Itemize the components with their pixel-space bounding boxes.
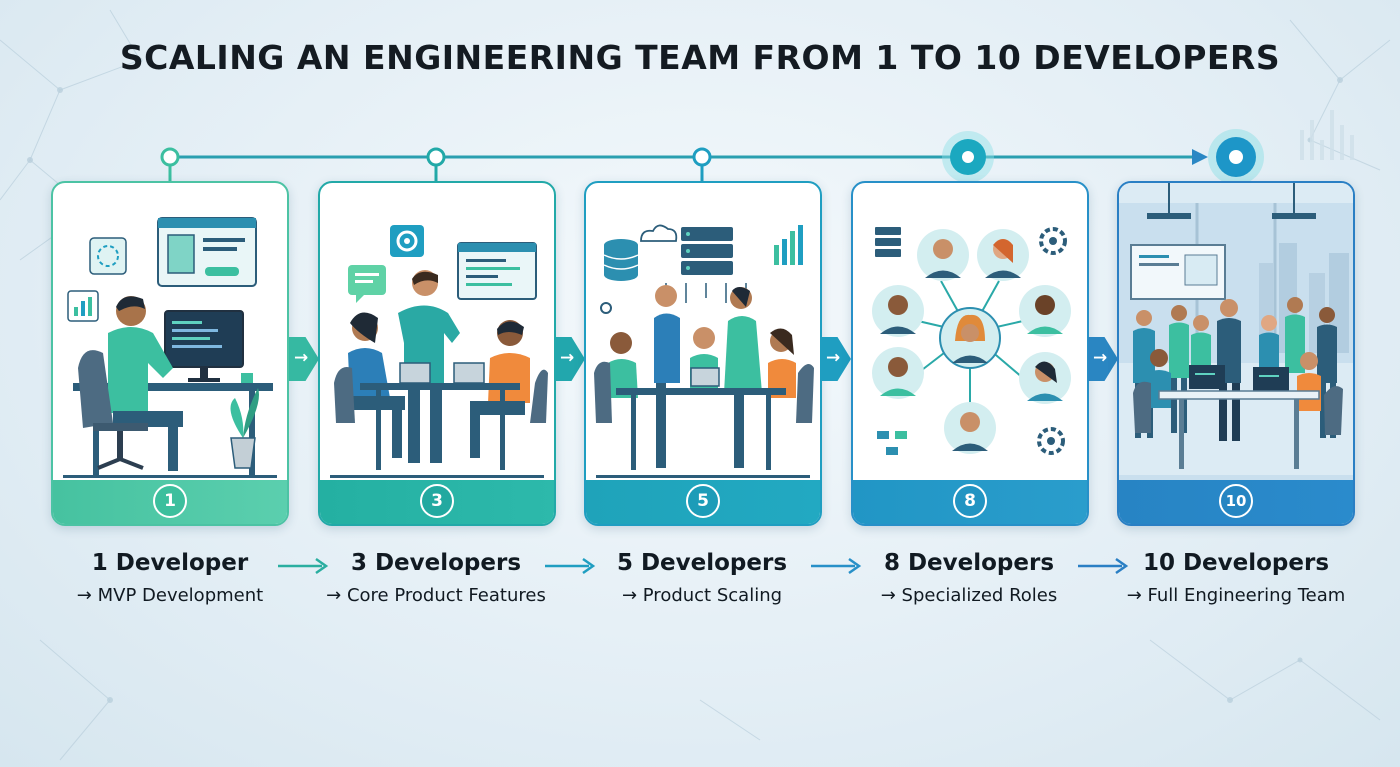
stage-heading: 10 Developers xyxy=(1142,550,1330,576)
server-icon xyxy=(681,227,733,275)
cloud-icon xyxy=(640,224,678,242)
stage-label-2: 3 Developers → Core Product Features xyxy=(306,550,566,606)
stage-heading: 1 Developer xyxy=(91,550,249,576)
stage-card-2: 3 xyxy=(318,181,556,526)
flow-arrow-4 xyxy=(1078,557,1129,575)
timeline-node-1 xyxy=(160,147,180,182)
stage-heading: 8 Developers xyxy=(883,550,1055,576)
stage-heading: 5 Developers xyxy=(616,550,788,576)
timeline-node-3 xyxy=(692,147,712,182)
office-lamp-icon xyxy=(1147,183,1316,219)
code-window-icon xyxy=(457,242,537,300)
stage-label-1: 1 Developer → MVP Development xyxy=(40,550,300,606)
stage-card-4: 8 xyxy=(851,181,1089,526)
stage-subtitle: → Specialized Roles xyxy=(880,585,1058,606)
small-team-scene xyxy=(330,225,548,478)
chart-icon xyxy=(67,290,99,322)
timeline-node-4 xyxy=(942,131,994,183)
gear-icon xyxy=(1037,227,1067,455)
chat-bubble-icon xyxy=(348,265,386,303)
server-icon xyxy=(875,227,901,257)
full-team-office-scene xyxy=(1119,183,1353,483)
stage-number-badge: 5 xyxy=(686,484,720,518)
chart-icon xyxy=(774,225,803,265)
timeline xyxy=(160,129,1264,185)
stage-number-badge: 10 xyxy=(1219,484,1253,518)
stage-subtitle: → MVP Development xyxy=(76,585,264,606)
stage-card-1: 1 xyxy=(51,181,289,526)
ui-mockup-icon xyxy=(157,217,257,287)
stage-label-3: 5 Developers → Product Scaling xyxy=(572,550,832,606)
stage-subtitle: → Full Engineering Team xyxy=(1126,585,1346,606)
stage-card-5: 10 xyxy=(1117,181,1355,526)
stage-number-badge: 3 xyxy=(420,484,454,518)
solo-developer-scene xyxy=(63,217,277,478)
flowchart-icon xyxy=(877,431,907,455)
avatar-icon xyxy=(872,229,1071,454)
plant-icon xyxy=(230,388,259,469)
stage-card-3: 5 xyxy=(584,181,822,526)
laptop-icon xyxy=(1189,365,1289,391)
flow-arrow-2 xyxy=(545,557,596,575)
timeline-node-5 xyxy=(1208,129,1264,185)
stage-number-badge: 1 xyxy=(153,484,187,518)
stage-subtitle: → Product Scaling xyxy=(621,585,783,606)
developer-figure xyxy=(108,296,183,471)
growing-team-scene xyxy=(594,224,814,478)
stage-label-4: 8 Developers → Specialized Roles xyxy=(839,550,1099,606)
monitor-icon xyxy=(164,310,244,382)
flow-arrow-3 xyxy=(811,557,862,575)
database-icon xyxy=(603,239,639,281)
stage-number-badge: 8 xyxy=(953,484,987,518)
specialized-roles-scene xyxy=(872,227,1071,455)
stage-subtitle: → Core Product Features xyxy=(326,585,546,606)
timeline-node-2 xyxy=(426,147,446,182)
flow-arrow-1 xyxy=(278,557,329,575)
page-title: SCALING AN ENGINEERING TEAM FROM 1 TO 10… xyxy=(119,38,1281,77)
stage-label-5: 10 Developers → Full Engineering Team xyxy=(1106,550,1366,606)
whiteboard-icon xyxy=(1130,244,1226,300)
gear-icon xyxy=(390,225,424,257)
sitting-developer-right xyxy=(470,320,530,458)
stage-heading: 3 Developers xyxy=(350,550,522,576)
